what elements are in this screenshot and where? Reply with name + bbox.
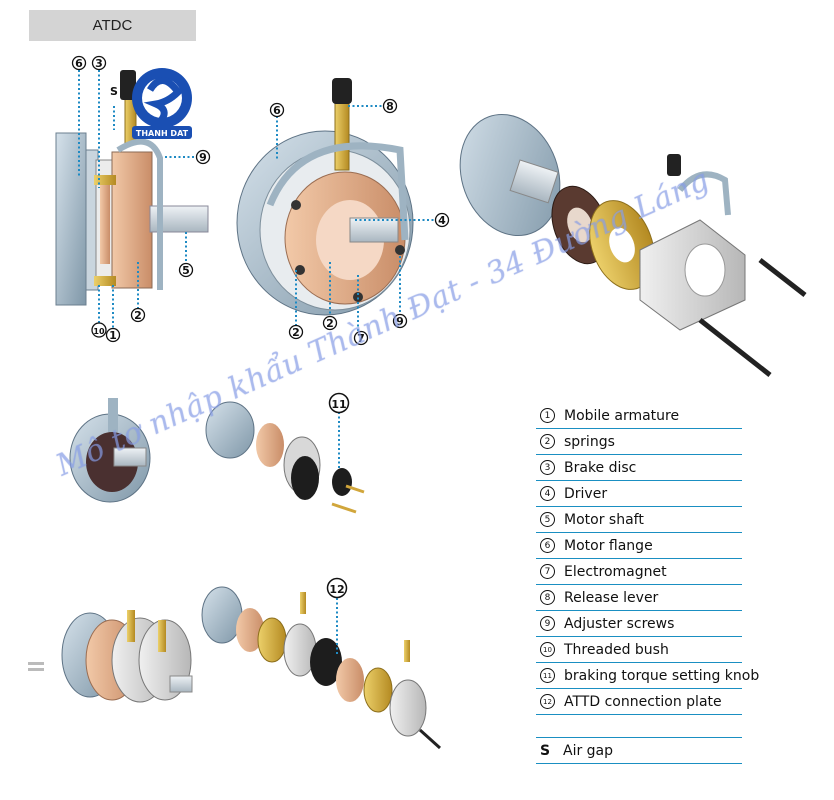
legend-number: 8	[540, 590, 555, 605]
legend-number: 10	[540, 642, 555, 657]
legend-item: 3 Brake disc	[536, 455, 742, 481]
legend-item: 2 springs	[536, 429, 742, 455]
svg-text:6: 6	[273, 104, 281, 117]
legend-number: 1	[540, 408, 555, 423]
logo-text: THANH DAT	[136, 129, 189, 138]
callout-6-middle: 6	[269, 102, 285, 118]
legend-item: 6 Motor flange	[536, 533, 742, 559]
legend-label: Driver	[564, 485, 608, 502]
svg-text:1: 1	[109, 329, 117, 342]
callout-2-left: 2	[130, 307, 146, 323]
legend-number: 9	[540, 616, 555, 631]
legend-label: Release lever	[564, 589, 659, 606]
legend-item: 11 braking torque setting knob	[536, 663, 759, 689]
callout-s: S	[110, 85, 118, 98]
legend-item: 5 Motor shaft	[536, 507, 742, 533]
legend-label: springs	[564, 433, 615, 450]
legend-label: Brake disc	[564, 459, 637, 476]
svg-text:2: 2	[134, 309, 142, 322]
legend-symbol: S	[540, 742, 551, 759]
legend-number: 4	[540, 486, 555, 501]
legend-label: Threaded bush	[564, 641, 669, 658]
callout-12: 12	[326, 577, 348, 599]
svg-text:3: 3	[95, 57, 103, 70]
legend-number: 7	[540, 564, 555, 579]
leader-lines	[78, 70, 435, 655]
callout-9-middle: 9	[392, 313, 408, 329]
legend-number: 12	[540, 694, 555, 709]
legend-label: Mobile armature	[564, 407, 680, 424]
svg-text:S: S	[110, 85, 118, 98]
svg-text:9: 9	[396, 315, 404, 328]
callout-10: 10	[91, 322, 107, 338]
legend-item-air-gap: S Air gap	[536, 737, 742, 764]
legend-number: 3	[540, 460, 555, 475]
svg-text:8: 8	[386, 100, 394, 113]
legend-number: 11	[540, 668, 555, 683]
legend-label: Motor flange	[564, 537, 653, 554]
callout-9-left: 9	[195, 149, 211, 165]
callout-3: 3	[91, 55, 107, 71]
assembled-view	[236, 78, 414, 316]
svg-text:7: 7	[357, 332, 365, 345]
legend-item: 12 ATTD connection plate	[536, 689, 742, 715]
legend-label: ATTD connection plate	[564, 693, 722, 710]
svg-text:4: 4	[438, 214, 446, 227]
legend-number: 6	[540, 538, 555, 553]
legend-label: Air gap	[563, 742, 614, 759]
callout-8: 8	[382, 98, 398, 114]
callout-7: 7	[353, 330, 369, 346]
legend-label: braking torque setting knob	[564, 667, 760, 684]
legend-number: 5	[540, 512, 555, 527]
callout-4: 4	[434, 212, 450, 228]
legend-label: Electromagnet	[564, 563, 667, 580]
exploded-view	[459, 113, 807, 377]
section-tag: ATDC	[29, 10, 196, 41]
svg-text:5: 5	[182, 264, 190, 277]
callout-2-middle-b: 2	[322, 315, 338, 331]
legend-label: Adjuster screws	[564, 615, 675, 632]
svg-text:9: 9	[199, 151, 207, 164]
svg-text:2: 2	[326, 317, 334, 330]
callout-6-left: 6	[71, 55, 87, 71]
legend-item: 1 Mobile armature	[536, 403, 742, 429]
svg-text:10: 10	[93, 327, 105, 336]
callout-1: 1	[105, 327, 121, 343]
svg-text:6: 6	[75, 57, 83, 70]
svg-text:11: 11	[331, 398, 346, 411]
legend-item: 4 Driver	[536, 481, 742, 507]
legend-number: 2	[540, 434, 555, 449]
legend-item: 8 Release lever	[536, 585, 742, 611]
svg-text:12: 12	[329, 583, 344, 596]
legend-item: 7 Electromagnet	[536, 559, 742, 585]
callout-5: 5	[178, 262, 194, 278]
legend-item: 10 Threaded bush	[536, 637, 742, 663]
legend-spacer	[536, 715, 742, 737]
double-brake-views	[28, 586, 442, 750]
callout-2-middle: 2	[288, 324, 304, 340]
legend-label: Motor shaft	[564, 511, 644, 528]
cutaway-view	[55, 70, 209, 306]
callout-11: 11	[328, 392, 350, 414]
thanh-dat-logo: THANH DAT	[132, 68, 192, 139]
legend-item: 9 Adjuster screws	[536, 611, 742, 637]
svg-text:2: 2	[292, 326, 300, 339]
knob-variant-views	[69, 398, 365, 514]
